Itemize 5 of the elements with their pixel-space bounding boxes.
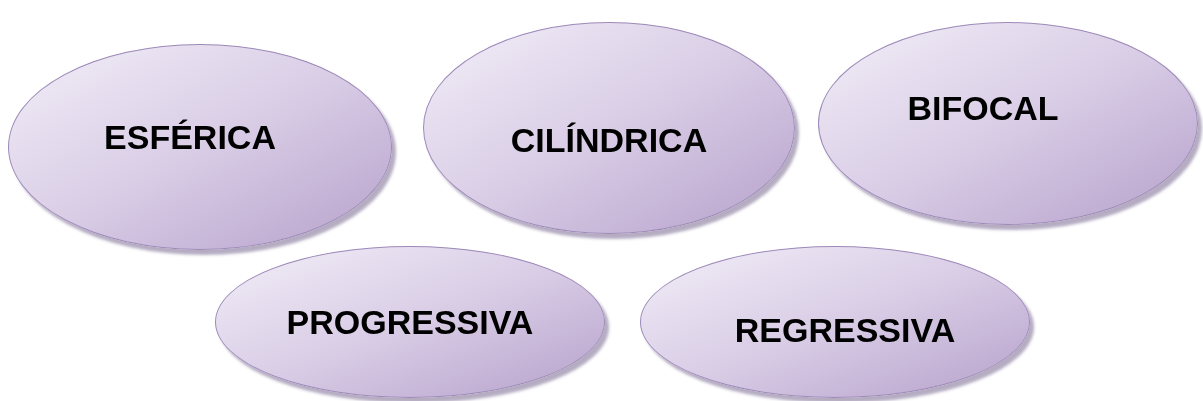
node-label: PROGRESSIVA — [286, 301, 534, 343]
node-label: BIFOCAL — [907, 88, 1059, 129]
node-label: ESFÉRICA — [104, 116, 276, 158]
node-label: REGRESSIVA — [734, 309, 956, 351]
node-label: CILÍNDRICA — [510, 119, 708, 161]
